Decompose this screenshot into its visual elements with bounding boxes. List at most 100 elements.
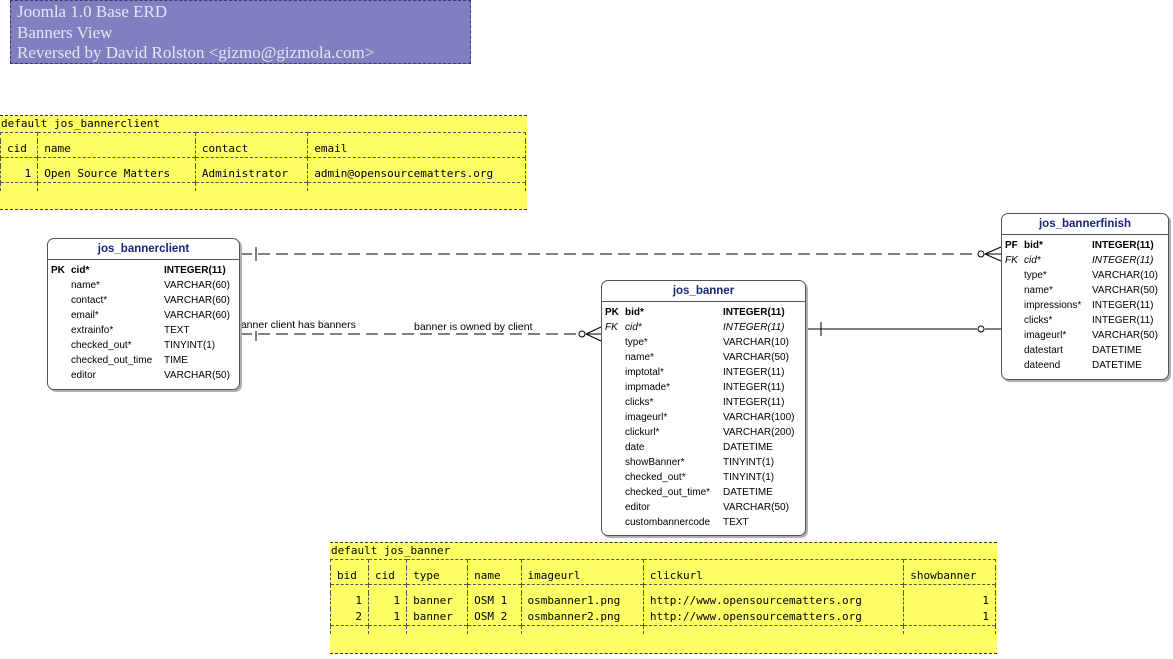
field-type: VARCHAR(200) (723, 427, 795, 438)
table-cell: OSM 1 (467, 593, 522, 609)
field-type: TINYINT(1) (723, 457, 775, 468)
field-name: clickurl* (625, 427, 660, 438)
field-type: TINYINT(1) (723, 472, 775, 483)
entity-field-row: clicks*INTEGER(11) (1002, 313, 1168, 328)
table-cell: osmbanner1.png (520, 593, 644, 609)
field-type: VARCHAR(50) (1092, 285, 1158, 296)
entity-field-row: name*VARCHAR(50) (602, 350, 805, 365)
field-name: cid* (625, 322, 642, 333)
table-cell: banner (406, 609, 468, 626)
table-cell: 1 (329, 593, 369, 609)
field-name: cid* (71, 265, 90, 276)
field-type: VARCHAR(50) (164, 370, 230, 381)
table-cell: 1 (0, 166, 38, 183)
entity-field-row: impressions* INTEGER(11) (1002, 298, 1168, 313)
relationship-label-has-banners: banner client has banners (235, 319, 356, 331)
field-name: cid* (1024, 255, 1041, 266)
column-header: type (406, 568, 468, 585)
field-name: checked_out_time (71, 355, 153, 366)
field-type: VARCHAR(60) (164, 310, 230, 321)
table-cell: 2 (329, 609, 369, 626)
field-type: INTEGER(11) (1092, 300, 1154, 311)
entity-field-row: editor VARCHAR(50) (48, 368, 239, 383)
column-header: email (307, 141, 526, 158)
diagram-title: Joomla 1.0 Base ERD (17, 2, 168, 21)
relationship-banner-finish (806, 322, 1001, 336)
field-type: INTEGER(11) (1092, 255, 1154, 266)
note-header-row: cid name contact email (0, 141, 526, 158)
table-cell: OSM 2 (467, 609, 522, 626)
table-cell: http://www.opensourcematters.org (642, 593, 904, 609)
column-header: bid (329, 568, 369, 585)
table-cell: admin@opensourcematters.org (307, 166, 526, 183)
field-type: VARCHAR(10) (1092, 270, 1158, 281)
table-cell: banner (406, 593, 468, 609)
entity-field-row: type* VARCHAR(10) (1002, 268, 1168, 283)
diagram-author: Reversed by David Rolston <gizmo@gizmola… (17, 43, 375, 62)
field-name: email* (71, 310, 99, 321)
field-name: name* (625, 352, 654, 363)
field-key: PK (51, 265, 65, 276)
table-cell: Open Source Matters (37, 166, 196, 183)
field-name: name* (1024, 285, 1053, 296)
field-name: clicks* (625, 397, 654, 408)
field-name: clicks* (1024, 315, 1053, 326)
field-type: INTEGER(11) (164, 265, 226, 276)
note-header: default jos_banner (331, 544, 451, 557)
table-cell: 1 (368, 609, 407, 626)
entity-field-row: checked_out_time*DATETIME (602, 485, 805, 500)
field-name: editor (625, 502, 651, 513)
table-cell: osmbanner2.png (520, 609, 644, 626)
diagram-title-block: Joomla 1.0 Base ERD Banners View Reverse… (10, 0, 471, 64)
table-row: 1 1 banner OSM 1 osmbanner1.png http://w… (329, 593, 996, 609)
entity-title: jos_bannerclient (48, 239, 239, 260)
field-key: FK (605, 322, 618, 333)
entity-title: jos_banner (602, 281, 805, 302)
field-type: DATETIME (723, 487, 773, 498)
column-header: imageurl (520, 568, 644, 585)
field-key: FK (1005, 255, 1018, 266)
field-type: INTEGER(11) (723, 382, 785, 393)
field-type: VARCHAR(60) (164, 295, 230, 306)
field-type: TINYINT(1) (164, 340, 216, 351)
field-name: editor (71, 370, 97, 381)
table-row: 2 1 banner OSM 2 osmbanner2.png http://w… (329, 609, 996, 626)
entity-field-row: custombannercode TEXT (602, 515, 805, 530)
field-name: impressions* (1024, 300, 1082, 311)
field-name: type* (1024, 270, 1047, 281)
entity-field-row: imageurl*VARCHAR(100) (602, 410, 805, 425)
column-header: cid (0, 141, 38, 158)
note-header: default jos_bannerclient (1, 117, 160, 130)
entity-field-row: PK cid* INTEGER(11) (48, 263, 239, 278)
entity-field-row: checked_out*TINYINT(1) (48, 338, 239, 353)
field-name: bid* (1024, 240, 1043, 251)
column-header: cid (368, 568, 407, 585)
relationship-client-banner (240, 326, 602, 342)
entity-field-row: impmade*INTEGER(11) (602, 380, 805, 395)
field-type: DATETIME (723, 442, 773, 453)
table-cell: 1 (903, 593, 996, 609)
note-table: bid cid type name imageurl clickurl show… (329, 559, 996, 634)
entity-field-row: clickurl* VARCHAR(200) (602, 425, 805, 440)
field-name: extrainfo* (71, 325, 114, 336)
table-cell: Administrator (194, 166, 308, 183)
field-type: TEXT (723, 517, 749, 528)
field-type: DATETIME (1092, 360, 1142, 371)
field-name: custombannercode (625, 517, 711, 528)
field-name: showBanner* (625, 457, 685, 468)
field-name: imptotal* (625, 367, 664, 378)
relationship-client-finish (240, 246, 1002, 262)
column-header: name (37, 141, 196, 158)
entity-field-row: showBanner* TINYINT(1) (602, 455, 805, 470)
column-header: contact (194, 141, 308, 158)
field-type: DATETIME (1092, 345, 1142, 356)
